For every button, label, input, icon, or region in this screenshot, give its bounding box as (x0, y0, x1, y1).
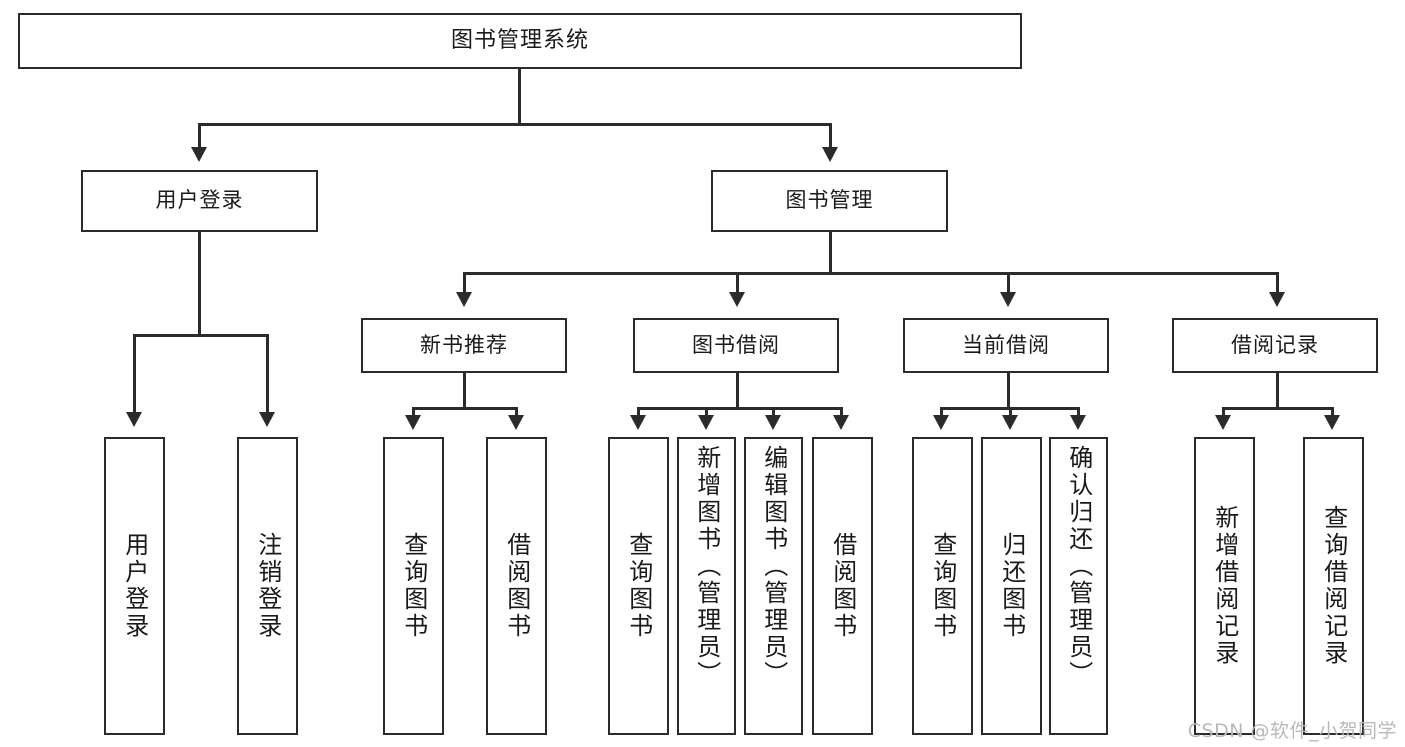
connector-bb-leaf-1 (637, 407, 640, 417)
node-new-book-rec-label: 新书推荐 (420, 332, 508, 357)
node-leaf-query-book-1[interactable]: 查询图书 (383, 437, 444, 735)
arrowhead-bb-leaf-4 (833, 415, 849, 430)
node-leaf-query-record[interactable]: 查询借阅记录 (1303, 437, 1364, 735)
node-leaf-add-record[interactable]: 新增借阅记录 (1194, 437, 1255, 735)
connector-nbr-trunk (463, 373, 466, 407)
connector-nbr-leaf-2 (515, 407, 518, 417)
arrowhead-bm-book-borrow (729, 292, 745, 307)
arrowhead-bm-current-borrow (1000, 292, 1016, 307)
arrowhead-nbr-leaf-2 (508, 415, 524, 430)
node-leaf-user-login[interactable]: 用户登录 (104, 437, 165, 735)
node-leaf-borrow-book-2[interactable]: 借阅图书 (812, 437, 873, 735)
connector-book-manage-trunk (829, 232, 832, 272)
node-current-borrow-label: 当前借阅 (962, 332, 1050, 357)
arrowhead-cb-leaf-1 (933, 415, 949, 430)
node-leaf-query-book-1-label: 查询图书 (399, 532, 428, 640)
node-new-book-rec[interactable]: 新书推荐 (361, 318, 567, 373)
connector-root-trunk (518, 69, 521, 123)
connector-br-bar (1222, 407, 1334, 410)
arrowhead-br-leaf-1 (1215, 415, 1231, 430)
connector-br-leaf-1 (1222, 407, 1225, 417)
node-leaf-query-book-2[interactable]: 查询图书 (608, 437, 669, 735)
node-root[interactable]: 图书管理系统 (18, 13, 1022, 69)
node-leaf-query-book-2-label: 查询图书 (624, 532, 653, 640)
connector-nbr-bar (412, 407, 518, 410)
node-leaf-borrow-book-2-label: 借阅图书 (828, 532, 857, 640)
node-leaf-borrow-book-1-label: 借阅图书 (502, 532, 531, 640)
connector-bb-leaf-3 (772, 407, 775, 417)
connector-nbr-leaf-1 (412, 407, 415, 417)
node-leaf-user-login-label: 用户登录 (120, 532, 149, 640)
connector-book-manage-bar (463, 272, 1279, 275)
node-leaf-query-book-3-label: 查询图书 (928, 532, 957, 640)
connector-root-to-user-login (198, 123, 201, 149)
connector-bb-bar (637, 407, 843, 410)
watermark-text: CSDN @软件_小贺同学 (1187, 720, 1397, 742)
node-leaf-confirm-return[interactable]: 确认归还（管理员） (1049, 437, 1108, 735)
node-book-borrow[interactable]: 图书借阅 (633, 318, 839, 373)
node-root-label: 图书管理系统 (450, 27, 589, 53)
node-user-login[interactable]: 用户登录 (81, 170, 318, 232)
connector-br-trunk (1276, 373, 1279, 407)
arrowhead-nbr-leaf-1 (405, 415, 421, 430)
connector-cb-leaf-1 (940, 407, 943, 417)
connector-cb-leaf-3 (1077, 407, 1080, 417)
node-leaf-add-record-label: 新增借阅记录 (1210, 505, 1239, 667)
arrowhead-bb-leaf-1 (630, 415, 646, 430)
node-leaf-add-book-label: 新增图书（管理员） (692, 445, 721, 688)
node-leaf-edit-book-label: 编辑图书（管理员） (759, 445, 788, 688)
connector-bb-trunk (736, 373, 739, 407)
node-leaf-edit-book[interactable]: 编辑图书（管理员） (744, 437, 803, 735)
connector-bm-to-book-borrow (736, 272, 739, 294)
connector-bb-leaf-4 (840, 407, 843, 417)
connector-user-login-trunk (198, 232, 201, 334)
node-leaf-user-logout[interactable]: 注销登录 (237, 437, 298, 735)
connector-bm-to-current-borrow (1007, 272, 1010, 294)
arrowhead-cb-leaf-2 (1002, 415, 1018, 430)
connector-root-bar (198, 123, 832, 126)
arrowhead-bb-leaf-2 (698, 415, 714, 430)
node-borrow-record-label: 借阅记录 (1231, 332, 1319, 357)
arrowhead-root-to-user-login (191, 147, 207, 162)
arrowhead-root-to-book-manage (822, 147, 838, 162)
node-leaf-return-book[interactable]: 归还图书 (981, 437, 1042, 735)
arrowhead-user-login-leaf-2 (259, 412, 275, 427)
connector-user-login-to-leaf-2 (266, 334, 269, 414)
arrowhead-cb-leaf-3 (1070, 415, 1086, 430)
node-leaf-confirm-return-label: 确认归还（管理员） (1064, 445, 1093, 688)
connector-bm-to-borrow-record (1276, 272, 1279, 294)
node-current-borrow[interactable]: 当前借阅 (903, 318, 1109, 373)
arrowhead-user-login-leaf-1 (126, 412, 142, 427)
connector-root-to-book-manage (829, 123, 832, 149)
arrowhead-br-leaf-2 (1324, 415, 1340, 430)
node-leaf-query-book-3[interactable]: 查询图书 (912, 437, 973, 735)
connector-cb-leaf-2 (1009, 407, 1012, 417)
connector-user-login-to-leaf-1 (133, 334, 136, 414)
node-leaf-query-record-label: 查询借阅记录 (1319, 505, 1348, 667)
connector-user-login-bar (133, 334, 269, 337)
arrowhead-bm-borrow-record (1269, 292, 1285, 307)
connector-br-leaf-2 (1331, 407, 1334, 417)
arrowhead-bb-leaf-3 (765, 415, 781, 430)
node-user-login-label: 用户登录 (155, 188, 244, 213)
connector-cb-trunk (1007, 373, 1010, 407)
node-leaf-return-book-label: 归还图书 (997, 532, 1026, 640)
node-book-manage-label: 图书管理 (785, 188, 874, 213)
connector-bb-leaf-2 (705, 407, 708, 417)
arrowhead-bm-new-book-rec (456, 292, 472, 307)
node-borrow-record[interactable]: 借阅记录 (1172, 318, 1378, 373)
node-leaf-add-book[interactable]: 新增图书（管理员） (677, 437, 736, 735)
node-book-borrow-label: 图书借阅 (692, 332, 780, 357)
node-leaf-user-logout-label: 注销登录 (253, 532, 282, 640)
node-leaf-borrow-book-1[interactable]: 借阅图书 (486, 437, 547, 735)
node-book-manage[interactable]: 图书管理 (711, 170, 948, 232)
connector-bm-to-new-book-rec (463, 272, 466, 294)
